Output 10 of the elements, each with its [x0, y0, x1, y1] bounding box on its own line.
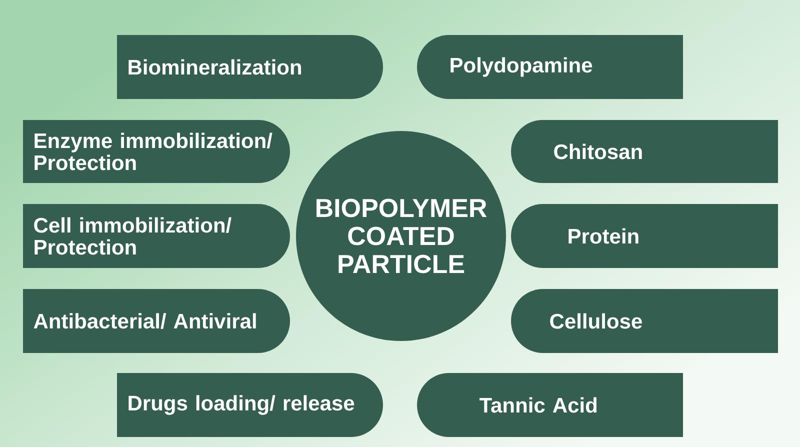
- rounded-box: Chitosan: [511, 120, 778, 183]
- rounded-box: Antibacterial/ Antiviral: [23, 289, 290, 353]
- rounded-box: Cell immobilization/ Protection: [23, 204, 290, 268]
- rounded-box: Cellulose: [511, 289, 778, 353]
- rounded-box: Tannic Acid: [417, 373, 683, 437]
- rounded-box: Protein: [511, 204, 778, 268]
- rounded-box: Enzyme immobilization/ Protection: [23, 120, 290, 183]
- rounded-box: Drugs loading/ release: [117, 373, 383, 437]
- rounded-box: Biomineralization: [117, 35, 383, 99]
- rounded-box: Polydopamine: [417, 35, 683, 99]
